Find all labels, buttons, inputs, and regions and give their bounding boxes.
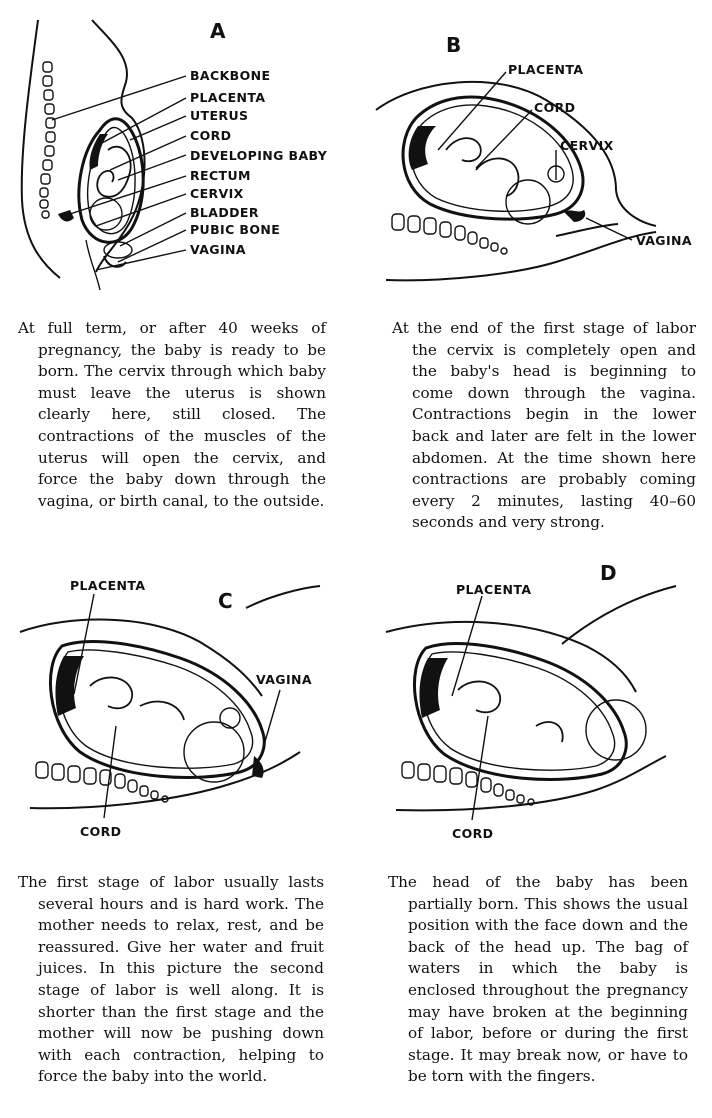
- label-c-vagina: VAGINA: [256, 672, 312, 687]
- panel-a-backbone-shape: [39, 61, 56, 219]
- panel-c-illustration: C PLACENTA VAGINA CORD: [0, 556, 356, 856]
- panel-a-illustration: A: [0, 0, 356, 300]
- label-b-placenta: PLACENTA: [508, 62, 583, 77]
- label-pubic-bone: PUBIC BONE: [190, 222, 280, 237]
- panel-d-illustration: D PLACENTA CORD: [356, 556, 712, 856]
- panel-b-letter: B: [446, 33, 461, 57]
- panel-b-illustration: B PLACEN: [356, 0, 712, 300]
- label-cord: CORD: [190, 128, 231, 143]
- label-b-cord: CORD: [534, 100, 575, 115]
- label-backbone: BACKBONE: [190, 68, 270, 83]
- label-c-placenta: PLACENTA: [70, 578, 145, 593]
- panel-d-letter: D: [600, 561, 617, 585]
- caption-b: At the end of the first stage of labor t…: [392, 319, 696, 532]
- label-d-placenta: PLACENTA: [456, 582, 531, 597]
- panel-b-backbone-shape: [391, 213, 508, 255]
- label-placenta: PLACENTA: [190, 90, 265, 105]
- label-b-cervix: CERVIX: [560, 138, 614, 153]
- caption-d: The head of the baby has been partially …: [388, 873, 688, 1086]
- label-uterus: UTERUS: [190, 108, 248, 123]
- label-bladder: BLADDER: [190, 205, 259, 220]
- label-vagina: VAGINA: [190, 242, 246, 257]
- label-developing-baby: DEVELOPING BABY: [190, 148, 328, 163]
- label-d-cord: CORD: [452, 826, 493, 841]
- panel-a-letter: A: [210, 19, 226, 43]
- label-rectum: RECTUM: [190, 168, 251, 183]
- caption-c: The first stage of labor usually lasts s…: [18, 873, 324, 1086]
- label-cervix: CERVIX: [190, 186, 244, 201]
- panel-c-backbone-shape: [35, 761, 169, 803]
- label-c-cord: CORD: [80, 824, 121, 839]
- panel-a-leader-lines: [51, 75, 187, 271]
- label-b-vagina: VAGINA: [636, 233, 692, 248]
- caption-a: At full term, or after 40 weeks of pregn…: [18, 319, 326, 510]
- panel-d-backbone-shape: [401, 761, 535, 806]
- panel-c-letter: C: [218, 589, 233, 613]
